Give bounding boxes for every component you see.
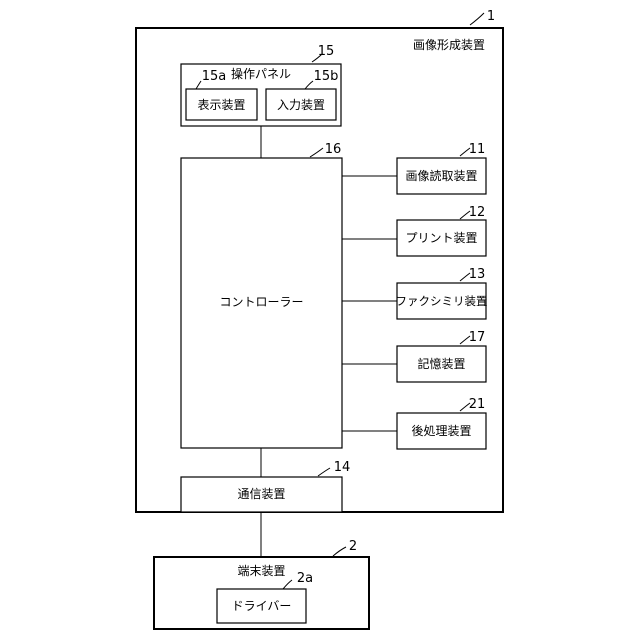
ref-14: 14 [334,460,351,475]
ref-11: 11 [469,142,486,157]
operation-panel-title: 操作パネル [231,66,291,81]
image-reading-device-label: 画像読取装置 [405,168,477,183]
ref-1: 1 [487,9,495,24]
ref-17: 17 [469,330,486,345]
driver-label: ドライバー [232,599,292,613]
ref-2: 2 [349,539,357,554]
input-device-label: 入力装置 [277,98,325,112]
ref-21: 21 [469,397,486,412]
storage-device-label: 記憶装置 [417,356,465,371]
ref-13: 13 [469,267,486,282]
ref-12: 12 [469,205,486,220]
communication-device-label: 通信装置 [237,487,285,501]
post-processing-device-label: 後処理装置 [411,424,471,438]
terminal-device-title: 端末装置 [237,564,285,578]
print-device-label: プリント装置 [405,231,477,245]
display-device-label: 表示装置 [197,98,245,112]
image-forming-apparatus-title: 画像形成装置 [413,38,485,52]
ref-15: 15 [318,44,335,59]
ref-15b: 15b [314,69,339,84]
facsimile-device-label: ファクシミリ装置 [396,294,488,308]
ref-15a: 15a [202,69,227,84]
leader-line-1 [470,13,484,25]
leader-line-2 [333,547,346,556]
controller-label: コントローラー [219,295,303,309]
ref-16: 16 [325,142,342,157]
ref-2a: 2a [297,571,313,586]
